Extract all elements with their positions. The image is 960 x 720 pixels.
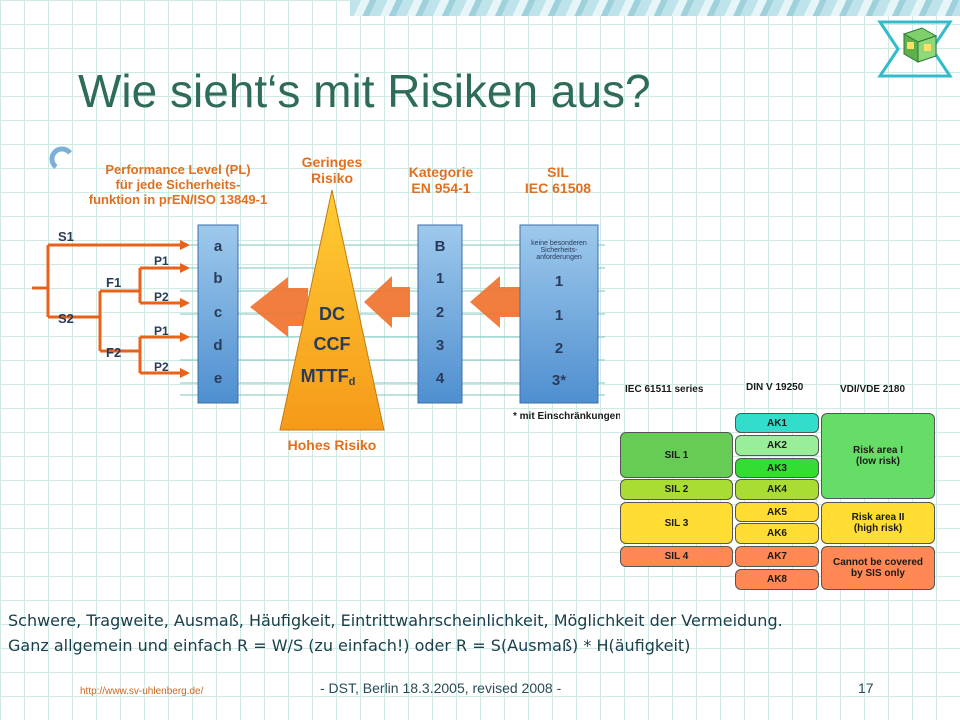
sil-note-3: anforderungen (536, 254, 582, 261)
kategorie-header-1: Kategorie (409, 164, 474, 180)
sil-comparison-table: IEC 61511 series DIN V 19250 VDI/VDE 218… (615, 380, 950, 595)
ak3-box: AK3 (735, 458, 819, 478)
risk-area-1-box: Risk area I (low risk) (821, 413, 935, 499)
body-line-1: Schwere, Tragweite, Ausmaß, Häufigkeit, … (8, 611, 783, 630)
tree-p1a: P1 (154, 254, 169, 268)
risk-area-2-title: Risk area II (851, 512, 905, 523)
ak5-box: AK5 (735, 502, 819, 522)
sil-value-1b: 1 (555, 307, 563, 324)
not-covered-line-1: Cannot be covered (832, 557, 924, 568)
header-vdi-vde-2180: VDI/VDE 2180 (840, 384, 906, 395)
sil-column (519, 224, 599, 404)
pl-level-c: c (214, 304, 222, 321)
tree-s2: S2 (58, 311, 74, 326)
body-line-2: Ganz allgemein und einfach R = W/S (zu e… (8, 636, 691, 655)
tree-f2: F2 (106, 345, 121, 360)
pl-header-line-1: Performance Level (PL) (105, 162, 250, 177)
sil-header-2: IEC 61508 (525, 180, 591, 196)
page-number: 17 (858, 680, 874, 696)
low-risk-label-2: Risiko (311, 170, 353, 186)
kategorie-1: 1 (436, 270, 444, 287)
ak4-box: AK4 (735, 479, 819, 500)
sil-2-box: SIL 2 (620, 479, 733, 500)
pyramid-mttf: MTTFd (301, 366, 356, 388)
kategorie-b: B (435, 238, 446, 255)
not-covered-line-2: by SIS only (851, 568, 905, 579)
swirl-icon (49, 146, 72, 169)
body-text: Schwere, Tragweite, Ausmaß, Häufigkeit, … (8, 608, 948, 658)
tree-p2a: P2 (154, 290, 169, 304)
sil-note-2: Sicherheits- (541, 247, 579, 254)
high-risk-label: Hohes Risiko (288, 437, 377, 453)
kategorie-header-2: EN 954-1 (411, 180, 470, 196)
ak8-box: AK8 (735, 569, 819, 590)
tree-p2b: P2 (154, 360, 169, 374)
pl-header-line-2: für jede Sicherheits- (116, 177, 241, 192)
header-din-v-19250: DIN V 19250 (746, 382, 804, 393)
risk-pyramid (279, 189, 385, 431)
kategorie-2: 2 (436, 304, 444, 321)
sil-value-3: 3* (552, 372, 566, 389)
not-covered-box: Cannot be covered by SIS only (821, 546, 935, 590)
pl-level-e: e (214, 370, 222, 387)
header-iec-61511: IEC 61511 series (625, 384, 704, 395)
top-decorative-band (350, 0, 960, 16)
risk-area-2-box: Risk area II (high risk) (821, 502, 935, 544)
pl-level-b: b (213, 270, 222, 287)
footer-url-link[interactable]: http://www.sv-uhlenberg.de/ (80, 686, 204, 697)
kategorie-4: 4 (436, 370, 445, 387)
low-risk-label-1: Geringes (302, 154, 363, 170)
sil-footnote: * mit Einschränkungen (513, 411, 620, 422)
sil-value-1a: 1 (555, 273, 563, 290)
pl-level-d: d (213, 337, 222, 354)
pl-header-line-3: funktion in prEN/ISO 13849-1 (89, 192, 267, 207)
ak7-box: AK7 (735, 546, 819, 567)
footer-center-text: - DST, Berlin 18.3.2005, revised 2008 - (320, 680, 562, 696)
tree-f1: F1 (106, 275, 121, 290)
sil-value-2: 2 (555, 340, 563, 357)
pl-column (197, 224, 239, 404)
logo-cube-icon (877, 20, 953, 78)
risk-graph-diagram: Performance Level (PL) für jede Sicherhe… (32, 146, 620, 453)
pyramid-dc: DC (319, 304, 345, 324)
slide-title: Wie sieht‘s mit Risiken aus? (78, 65, 651, 117)
sil-3-box: SIL 3 (620, 502, 733, 544)
risk-area-1-subtitle: (low risk) (856, 456, 900, 467)
sil-header-1: SIL (547, 164, 569, 180)
arrow-to-pl-icon (250, 277, 308, 337)
arrow-to-kategorie-icon (470, 276, 520, 328)
kategorie-column (417, 224, 463, 404)
ak2-box: AK2 (735, 435, 819, 456)
kategorie-3: 3 (436, 337, 444, 354)
tree-p1b: P1 (154, 324, 169, 338)
ak1-box: AK1 (735, 413, 819, 433)
sil-1-box: SIL 1 (620, 432, 733, 478)
risk-area-1-title: Risk area I (852, 445, 904, 456)
ak6-box: AK6 (735, 523, 819, 544)
sil-4-box: SIL 4 (620, 546, 733, 567)
tree-s1: S1 (58, 229, 74, 244)
risk-area-2-subtitle: (high risk) (853, 523, 903, 534)
pl-level-a: a (214, 238, 223, 255)
sil-note-1: keine besonderen (531, 240, 587, 247)
pyramid-ccf: CCF (314, 334, 351, 354)
